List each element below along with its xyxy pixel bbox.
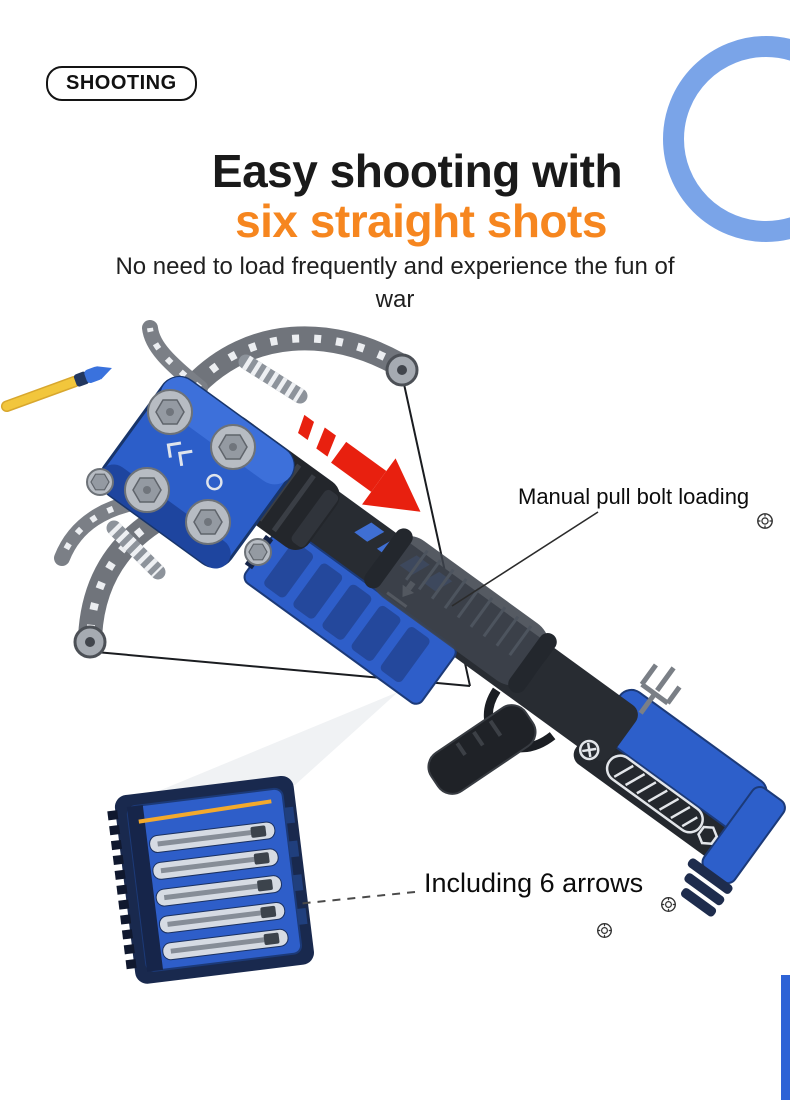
flying-dart xyxy=(0,366,112,413)
page-edge-accent xyxy=(781,975,790,1100)
subtitle: No need to load frequently and experienc… xyxy=(115,253,675,313)
light-beam xyxy=(132,692,398,802)
red-arrow-icon xyxy=(298,414,421,512)
magazine-arrow-slots xyxy=(149,821,289,961)
magazine-side-tabs xyxy=(284,806,308,925)
crossbow-bow xyxy=(54,320,419,659)
pistol-grip xyxy=(427,704,537,795)
callout-bolt-line xyxy=(451,511,599,607)
rear-sight xyxy=(638,663,682,715)
hex-bolt xyxy=(185,499,231,545)
callout-bolt-label: Manual pull bolt loading xyxy=(518,484,750,509)
shooting-badge: SHOOTING xyxy=(46,66,197,101)
hex-bolt-small xyxy=(86,468,114,496)
magazine-detail xyxy=(107,775,314,984)
callout-arrows-line xyxy=(295,891,416,905)
spring-upper xyxy=(238,354,308,404)
magazine-yellow-stripe xyxy=(138,799,272,824)
stock-markings xyxy=(578,739,719,846)
hex-bolt-small xyxy=(244,538,272,566)
magazine-teeth xyxy=(107,810,137,970)
title-line-2: six straight shots xyxy=(235,195,607,247)
product-illustration xyxy=(0,320,786,984)
hex-bolt xyxy=(210,424,256,470)
spring-lower xyxy=(106,520,166,580)
scope-cylinder xyxy=(364,528,557,694)
callout-arrows-label: Including 6 arrows xyxy=(424,868,644,898)
gun-magazine-block xyxy=(243,523,457,705)
title-line-1: Easy shooting with xyxy=(211,145,623,197)
screw-target-icon xyxy=(596,922,613,939)
screw-target-icon xyxy=(756,512,774,530)
screw-target-icon xyxy=(660,896,677,913)
hex-bolt xyxy=(147,389,193,435)
hex-bolt xyxy=(124,467,170,513)
